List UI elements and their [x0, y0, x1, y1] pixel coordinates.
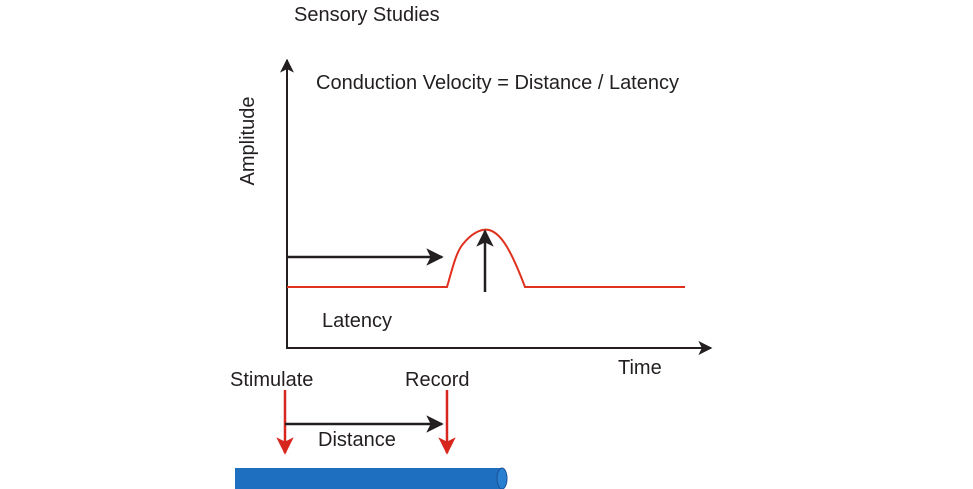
nerve-end — [496, 467, 508, 489]
latency-label: Latency — [322, 310, 392, 332]
stimulate-label: Stimulate — [230, 369, 313, 391]
x-axis-label: Time — [618, 357, 662, 379]
formula-text: Conduction Velocity = Distance / Latency — [316, 72, 679, 94]
diagram-title: Sensory Studies — [294, 4, 440, 26]
record-label: Record — [405, 369, 469, 391]
distance-label: Distance — [318, 429, 396, 451]
nerve-segment — [235, 468, 502, 489]
y-axis-label: Amplitude — [237, 97, 259, 186]
